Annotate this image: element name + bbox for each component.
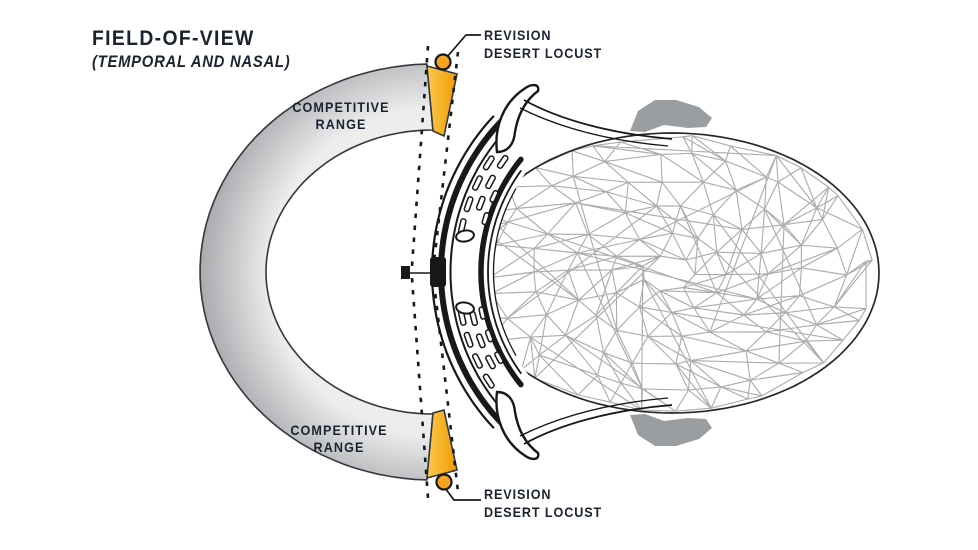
goggle-wing-bottom	[495, 390, 540, 461]
goggle-frame-arc	[492, 188, 517, 356]
goggle-lens-bump	[455, 229, 475, 243]
goggle-vent-slot	[489, 189, 499, 203]
goggle-frame-arc	[487, 170, 522, 374]
goggle-vent-slot	[484, 329, 494, 343]
title-line2: (TEMPORAL AND NASAL)	[92, 53, 291, 71]
revision-bottom-line2: DESERT LOCUST	[484, 503, 603, 520]
competitive-top-line1: COMPETITIVE	[292, 99, 390, 115]
goggle-strap-top-inner	[519, 107, 669, 147]
goggle-vent-slot	[485, 354, 496, 370]
goggle-vent-slot	[475, 333, 486, 349]
competitive-range-ring	[199, 63, 434, 481]
goggle-vent-slot	[463, 331, 474, 348]
competitive-range-label-top: COMPETITIVE RANGE	[274, 99, 409, 132]
fov-marker-dot-bottom	[435, 473, 453, 491]
competitive-range-label-bottom: COMPETITIVE RANGE	[272, 422, 407, 455]
head-ear-bottom	[630, 414, 712, 446]
competitive-top-line2: RANGE	[315, 115, 367, 132]
fov-dashed-line-top-nasal	[410, 45, 430, 267]
head-ear-top	[630, 100, 712, 132]
revision-extra-fov-wedge-top	[426, 64, 458, 138]
head-mesh-path	[464, 135, 873, 412]
goggle-strap-bottom-inner	[519, 397, 669, 437]
goggle-vent-slot	[482, 373, 495, 389]
revision-top-line2: DESERT LOCUST	[484, 44, 603, 61]
callout-leader-bottom	[444, 487, 481, 501]
goggle-vent-slot	[463, 196, 474, 213]
goggle-lens-bump	[455, 301, 475, 315]
fov-marker-dot-top	[434, 53, 452, 71]
revision-label-bottom: REVISION DESERT LOCUST	[484, 486, 602, 521]
diagram-title: FIELD-OF-VIEW (TEMPORAL AND NASAL)	[92, 27, 290, 72]
goggle-strap-top-outer	[523, 99, 673, 140]
competitive-bottom-line1: COMPETITIVE	[290, 422, 388, 438]
revision-bottom-line1: REVISION	[484, 486, 552, 502]
fov-dashed-line-bottom-nasal	[410, 277, 430, 499]
goggle-vent-slot	[471, 353, 484, 369]
goggle-vent-slot	[485, 174, 496, 190]
goggle-strap-bottom-outer	[523, 404, 673, 445]
competitive-bottom-line2: RANGE	[313, 438, 365, 455]
revision-extra-fov-wedge-bottom	[426, 409, 458, 480]
goggle-vent-slot	[496, 154, 509, 169]
goggle-vent-slot	[475, 195, 486, 211]
goggle-vent-slot	[482, 155, 495, 171]
goggle-wing-top	[495, 83, 540, 154]
goggle-vent-slot	[478, 306, 487, 320]
competitive-range-ring-group	[199, 63, 434, 481]
revision-label-top: REVISION DESERT LOCUST	[484, 27, 602, 62]
callout-leader-top	[446, 34, 481, 58]
goggle-vent-slot	[471, 175, 484, 191]
goggle-vent-slot	[494, 351, 504, 365]
goggle-frame-arc	[449, 126, 509, 418]
goggle-frame-arc	[478, 156, 524, 388]
revision-top-line1: REVISION	[484, 27, 552, 43]
goggle-vent-slot	[481, 212, 490, 226]
title-line1: FIELD-OF-VIEW	[92, 26, 255, 50]
goggle-nose-bridge	[430, 257, 446, 287]
